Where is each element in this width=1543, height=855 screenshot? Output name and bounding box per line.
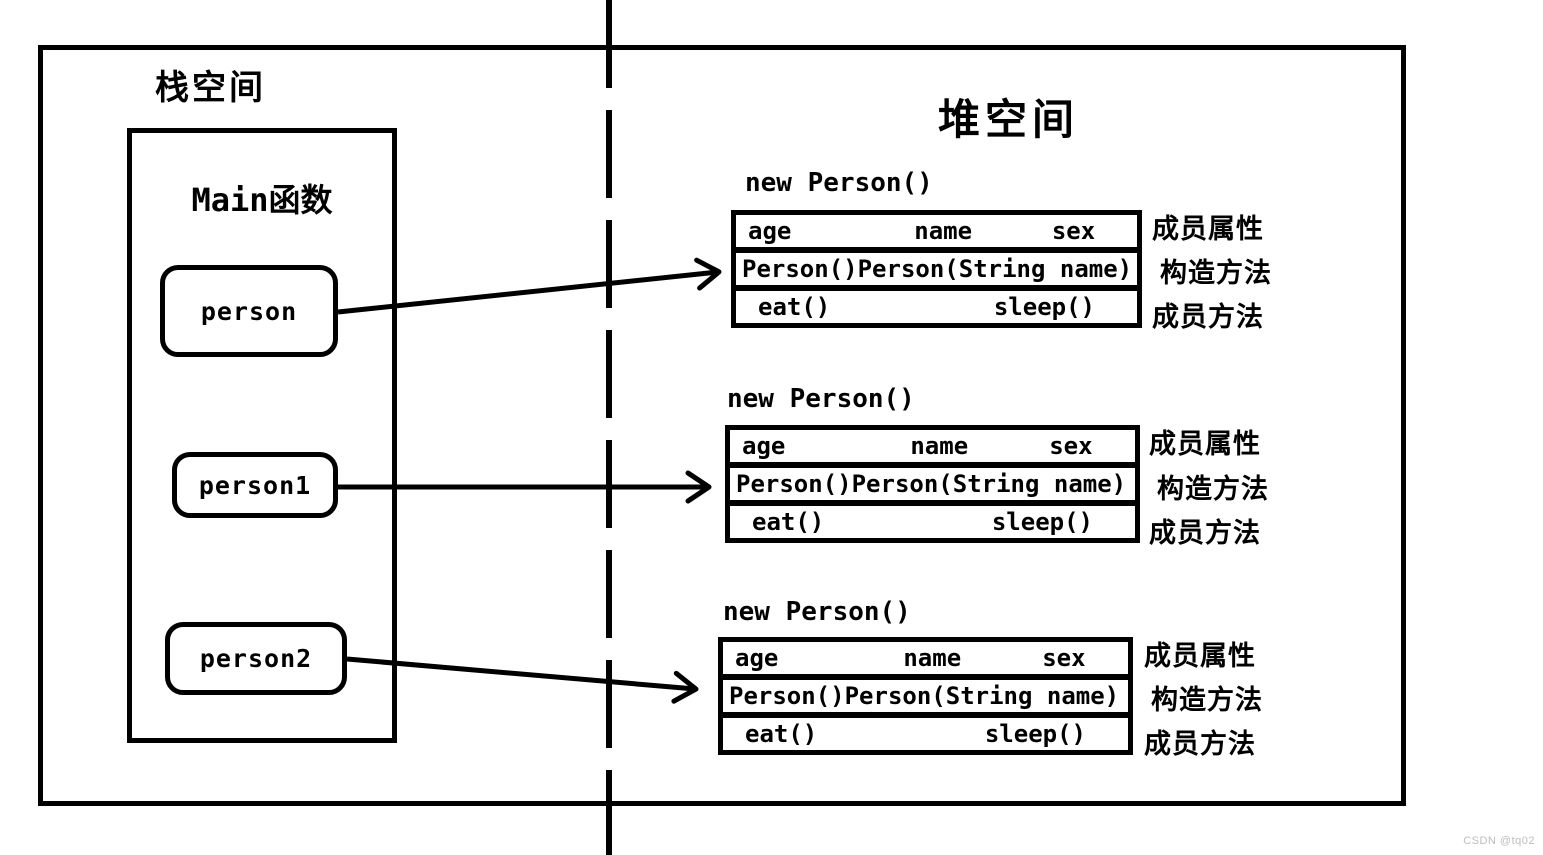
attr-name: name [910,432,969,460]
attributes-row: age name sex [730,430,1135,462]
stack-space-title: 栈空间 [155,69,266,107]
attr-name: name [914,217,973,245]
attr-sex: sex [1042,644,1086,672]
method-eat: eat() [758,293,831,321]
methods-row: eat() sleep() [736,285,1137,323]
stack-variable-person1: person1 [172,452,338,518]
heap-object-2-table: age name sex Person() Person(String name… [725,425,1140,543]
attr-age: age [748,217,792,245]
member-method-label: 成员方法 [1149,518,1261,548]
memory-boundary-box [38,45,1406,806]
constructor-string: Person(String name) [857,255,1133,283]
methods-row: eat() sleep() [723,712,1128,750]
constructor-noargs: Person() [736,470,852,498]
methods-row: eat() sleep() [730,500,1135,538]
member-method-label: 成员方法 [1152,302,1264,332]
attr-name: name [903,644,962,672]
attributes-row: age name sex [736,215,1137,247]
constructor-method-label: 构造方法 [1151,685,1263,715]
constructor-noargs: Person() [729,682,845,710]
constructors-row: Person() Person(String name) [736,247,1137,285]
attr-age: age [735,644,779,672]
constructor-noargs: Person() [742,255,858,283]
constructor-string: Person(String name) [851,470,1127,498]
attributes-row: age name sex [723,642,1128,674]
method-sleep: sleep() [991,508,1093,536]
member-attributes-label: 成员属性 [1152,214,1264,244]
stack-variable-person: person [160,265,338,357]
method-eat: eat() [752,508,825,536]
heap-object-3-table: age name sex Person() Person(String name… [718,637,1133,755]
stack-variable-person2: person2 [165,622,347,695]
constructors-row: Person() Person(String name) [723,674,1128,712]
csdn-watermark: CSDN @tq02 [1463,835,1535,847]
member-attributes-label: 成员属性 [1149,429,1261,459]
attr-sex: sex [1049,432,1093,460]
member-method-label: 成员方法 [1144,729,1256,759]
method-sleep: sleep() [993,293,1095,321]
attr-sex: sex [1051,217,1096,245]
constructor-method-label: 构造方法 [1157,474,1269,504]
heap-space-title: 堆空间 [938,96,1080,143]
main-function-title: Main函数 [191,181,333,219]
main-function-frame: Main函数 [127,128,397,743]
attr-age: age [742,432,786,460]
method-eat: eat() [745,720,818,748]
constructor-method-label: 构造方法 [1160,258,1272,288]
constructor-string: Person(String name) [844,682,1120,710]
heap-object-2-title: new Person() [727,384,915,414]
heap-object-3-title: new Person() [723,597,911,627]
constructors-row: Person() Person(String name) [730,462,1135,500]
heap-object-1-table: age name sex Person() Person(String name… [731,210,1142,328]
method-sleep: sleep() [984,720,1086,748]
heap-object-1-title: new Person() [745,168,933,198]
member-attributes-label: 成员属性 [1144,641,1256,671]
